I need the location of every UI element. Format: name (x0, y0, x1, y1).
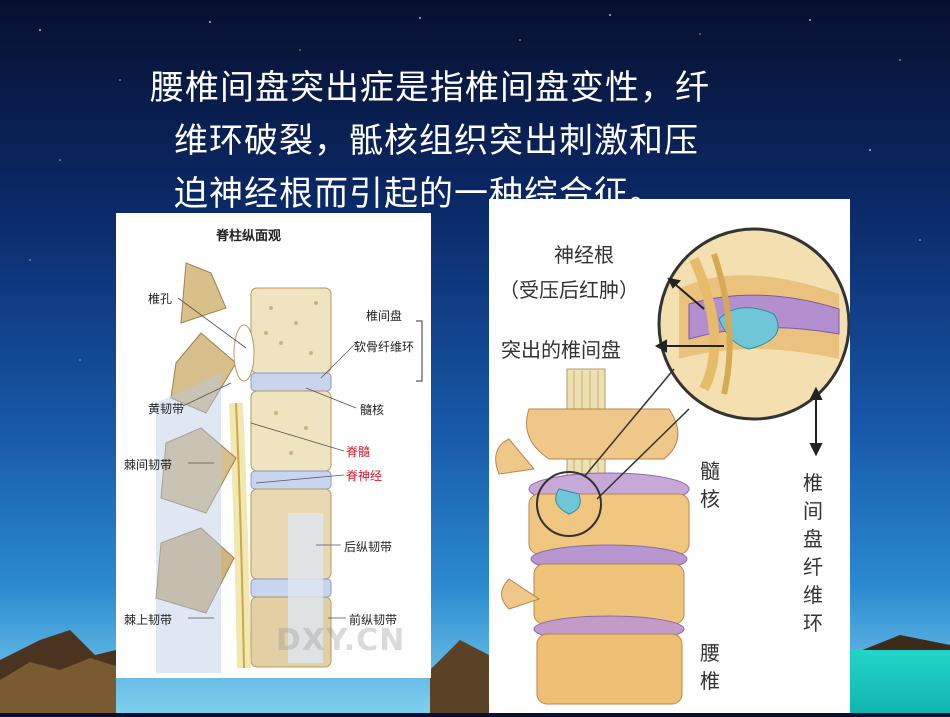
label-annulus: 椎间盘纤维环 (803, 471, 823, 635)
decorative-teal-block (850, 650, 950, 713)
label-posterior-longitudinal: 后纵韧带 (344, 540, 393, 554)
herniated-disc-figure: 神经根 （受压后红肿） 突出的椎间盘 髓核 椎间盘纤维环 腰椎 (489, 199, 851, 713)
label-spinal-cord: 脊髓 (346, 445, 371, 459)
watermark: DXY.CN (276, 623, 406, 658)
label-nucleus: 髓核 (360, 403, 385, 417)
label-disc: 椎间盘 (366, 309, 403, 323)
label-nerve-root-note: （受压后红肿） (499, 278, 639, 302)
label-herniated-disc: 突出的椎间盘 (501, 338, 621, 362)
label-lumbar: 腰椎 (700, 641, 720, 693)
label-ligamentum-flavum: 黄韧带 (148, 402, 185, 416)
body-line-1: 腰椎间盘突出症是指椎间盘变性，纤 (150, 68, 710, 108)
label-annulus: 软骨纤维环 (354, 340, 415, 354)
label-interspinous: 棘间韧带 (124, 458, 173, 472)
spine-sagittal-figure: 脊柱纵面观 椎孔 椎间盘 软骨纤维环 黄韧带 髓核 脊髓 脊神经 棘间韧带 后纵… (116, 213, 431, 678)
slide-body-text: 腰椎间盘突出症是指椎间盘变性，纤 维环破裂，骶核组织突出刺激和压 迫神经根而引起… (150, 62, 840, 221)
herniated-disc-illustration (495, 227, 851, 705)
label-spinal-nerve: 脊神经 (346, 469, 383, 483)
label-foramen: 椎孔 (148, 292, 173, 306)
label-nerve-root: 神经根 (554, 243, 614, 267)
spine-sagittal-illustration (155, 262, 423, 673)
label-anterior-longitudinal: 前纵韧带 (349, 613, 398, 627)
body-line-2: 维环破裂，骶核组织突出刺激和压 (174, 121, 699, 161)
figure-title: 脊柱纵面观 (216, 229, 282, 244)
label-nucleus: 髓核 (700, 459, 720, 511)
label-supraspinous: 棘上韧带 (124, 613, 173, 627)
